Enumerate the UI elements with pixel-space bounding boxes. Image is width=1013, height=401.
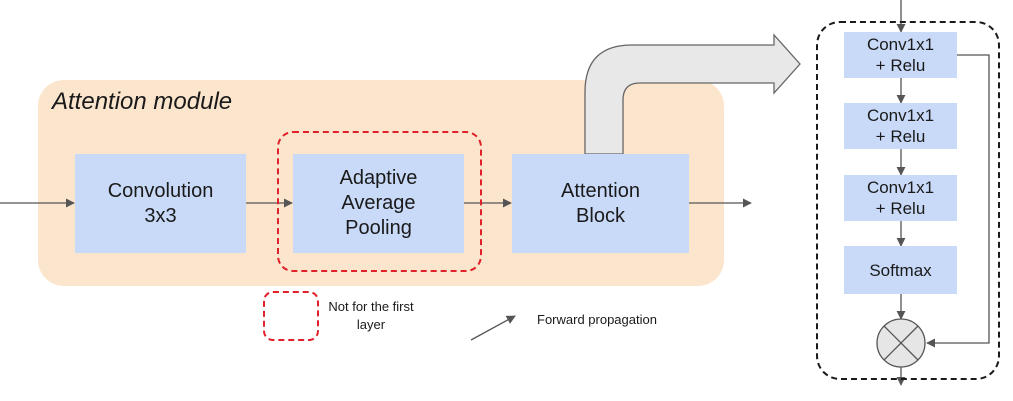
skip-connection-arrow [926, 54, 990, 348]
multiply-circle-icon [876, 318, 926, 368]
legend-dashed-note: Not for the first layer [328, 299, 414, 332]
legend-arrow [470, 315, 516, 341]
softmax-label: Softmax [869, 260, 932, 280]
optional-dashed-outline [277, 131, 482, 272]
conv2-label: Conv1x1 + Relu [866, 106, 935, 146]
legend-dashed-box [263, 291, 319, 341]
conv1x1-relu-block-2: Conv1x1 + Relu [844, 103, 957, 149]
attention-block: Attention Block [512, 154, 689, 253]
conv1x1-relu-block-3: Conv1x1 + Relu [844, 175, 957, 221]
attention-block-label: Attention Block [561, 179, 640, 227]
conv1x1-relu-block-1: Conv1x1 + Relu [844, 32, 957, 78]
convolution-block: Convolution 3x3 [75, 154, 246, 253]
conv3-label: Conv1x1 + Relu [866, 178, 935, 218]
convolution-label: Convolution 3x3 [107, 179, 214, 227]
module-title: Attention module [52, 88, 233, 115]
adaptive-pooling-label: Adaptive Average Pooling [339, 167, 418, 239]
expand-arrow [584, 33, 801, 155]
adaptive-pooling-block: Adaptive Average Pooling [293, 154, 464, 253]
attention-detail-panel [816, 21, 1000, 380]
softmax-block: Softmax [844, 246, 957, 294]
conv1-label: Conv1x1 + Relu [866, 35, 935, 75]
legend-arrow-note: Forward propagation [537, 312, 657, 327]
